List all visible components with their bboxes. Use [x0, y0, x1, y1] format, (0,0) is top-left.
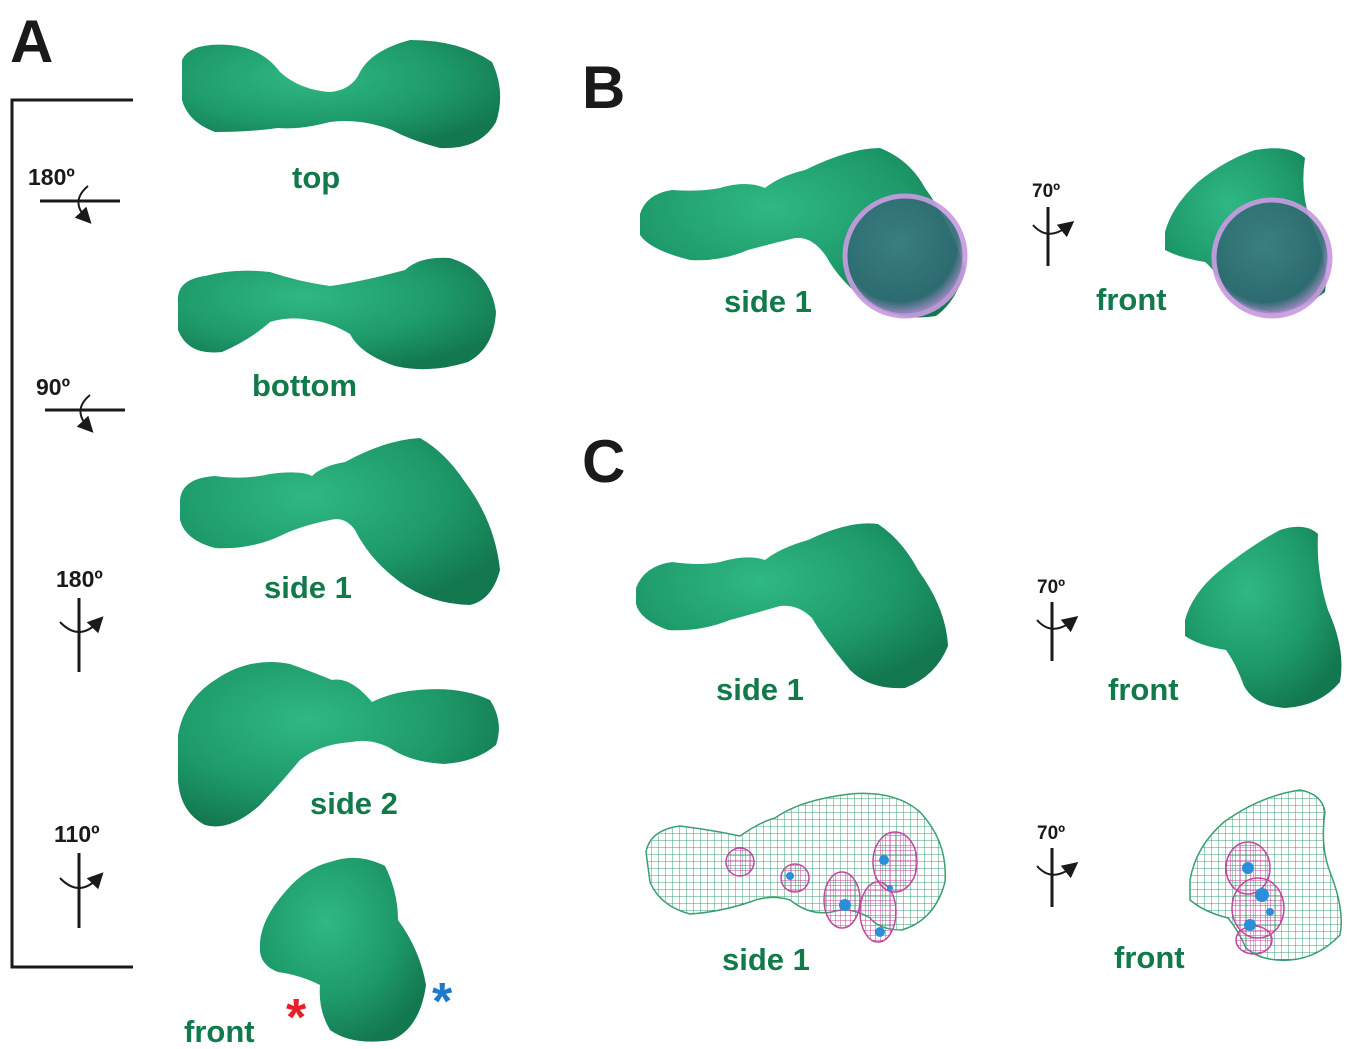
- rotation-label-3: 180º: [56, 568, 103, 591]
- rotation-label-c1: 70º: [1037, 578, 1065, 597]
- view-label-b-front: front: [1096, 284, 1167, 315]
- view-label-top: top: [292, 162, 340, 193]
- density-map-front: [260, 858, 426, 1042]
- view-label-c-side1: side 1: [716, 674, 804, 705]
- sphere-overlay-b-side1: [845, 196, 965, 316]
- view-label-bottom: bottom: [252, 370, 357, 401]
- sphere-overlay-b-front: [1214, 200, 1330, 316]
- rotation-icon-horizontal-1: [40, 186, 120, 218]
- density-map-top: [182, 40, 500, 148]
- rotation-label-1: 180º: [28, 166, 75, 189]
- red-asterisk: *: [286, 992, 306, 1044]
- rotation-label-2: 90º: [36, 376, 70, 399]
- view-label-b-side1: side 1: [724, 286, 812, 317]
- rotation-label-c2: 70º: [1037, 824, 1065, 843]
- density-map-bottom: [178, 258, 496, 369]
- view-label-c-mesh-front: front: [1114, 942, 1185, 973]
- blue-asterisk: *: [432, 976, 452, 1028]
- view-label-side2: side 2: [310, 788, 398, 819]
- view-label-c-front: front: [1108, 674, 1179, 705]
- panel-letter-c: C: [582, 432, 624, 492]
- density-map-c-side1: [636, 523, 948, 688]
- panel-letter-a: A: [10, 12, 52, 72]
- rotation-label-4: 110º: [54, 823, 100, 846]
- rotation-icon-vertical-1: [60, 598, 98, 672]
- rotation-icon-b: [1033, 207, 1068, 266]
- view-label-front: front: [184, 1016, 255, 1047]
- rotation-icon-vertical-2: [60, 853, 98, 928]
- view-label-side1: side 1: [264, 572, 352, 603]
- rotation-icon-c2: [1037, 848, 1072, 907]
- density-map-c-front: [1185, 527, 1342, 708]
- panel-letter-b: B: [582, 58, 624, 118]
- view-label-c-mesh-side1: side 1: [722, 944, 810, 975]
- rotation-label-b: 70º: [1032, 182, 1060, 201]
- rotation-icon-c1: [1037, 602, 1072, 661]
